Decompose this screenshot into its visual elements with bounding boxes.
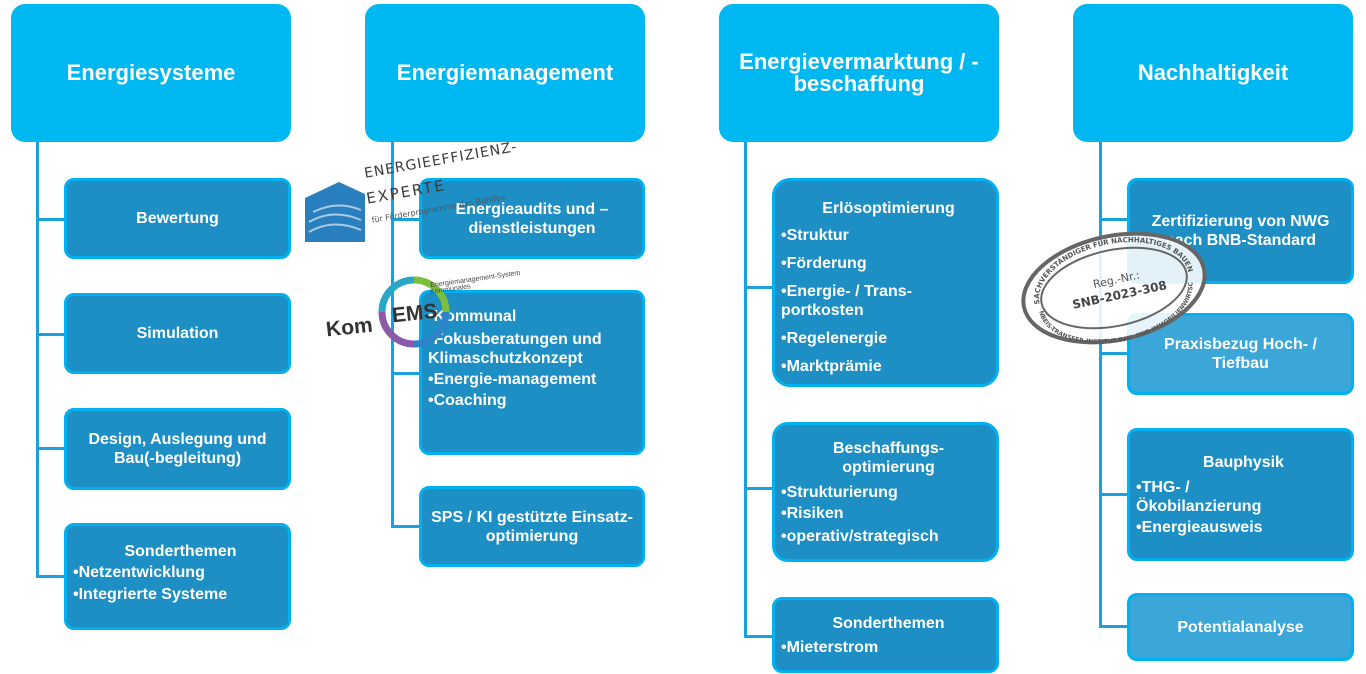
seal-icon: SACHVERSTÄNDIGER FÜR NACHHALTIGES BAUEN … — [1004, 206, 1207, 363]
bullet: •Energie-management — [428, 371, 597, 388]
connector-line — [1099, 625, 1129, 628]
column-heading-nachhaltigkeit: Nachhaltigkeit — [1073, 4, 1353, 142]
connector-line — [1099, 142, 1102, 627]
connector-line — [36, 575, 66, 578]
bullet: •THG- / Ökobilanzierung — [1136, 479, 1262, 515]
bullet: •Risiken — [781, 505, 844, 522]
item-sonderthemen-vermarktung: Sonderthemen •Mieterstrom — [772, 597, 999, 673]
column-heading-energiemanagement: Energiemanagement — [365, 4, 645, 142]
connector-line — [36, 333, 66, 336]
bullet: •Regelenergie — [781, 330, 888, 347]
connector-line — [391, 218, 421, 221]
bullet: •Struktur — [781, 227, 849, 244]
connector-line — [744, 487, 774, 490]
item-title: Beschaffungs-optimierung — [832, 440, 945, 476]
item-bauphysik: Bauphysik •THG- / Ökobilanzierung •Energ… — [1127, 428, 1354, 561]
komems-logo: Kom EMS Kommunales Energiemanagement-Sys… — [322, 270, 572, 352]
item-title: Simulation — [136, 325, 219, 342]
bullet: •Strukturierung — [781, 484, 898, 501]
item-design: Design, Auslegung und Bau(-begleitung) — [64, 408, 291, 490]
ring-icon — [378, 276, 450, 348]
item-simulation: Simulation — [64, 293, 291, 374]
snb-seal-stamp: SACHVERSTÄNDIGER FÜR NACHHALTIGES BAUEN … — [1004, 206, 1210, 363]
bullet: •operativ/strategisch — [781, 528, 939, 545]
bullet: •Förderung — [781, 255, 867, 272]
item-title: Sonderthemen — [124, 543, 237, 560]
connector-line — [36, 142, 39, 578]
bullet: •Integrierte Systeme — [73, 586, 228, 603]
connector-line — [36, 218, 66, 221]
item-potentialanalyse: Potentialanalyse — [1127, 593, 1354, 661]
logo-text: EMS — [390, 299, 439, 328]
item-title: SPS / KI gestützte Einsatz-optimierung — [431, 508, 633, 545]
bullet: •Energie- / Trans-portkosten — [781, 283, 912, 319]
column-heading-energiesysteme: Energiesysteme — [11, 4, 291, 142]
connector-line — [1099, 493, 1129, 496]
item-bewertung: Bewertung — [64, 178, 291, 259]
bullet: •Coaching — [428, 392, 507, 409]
item-title: Energieaudits und – dienstleistungen — [455, 200, 609, 237]
bullet: •Kommunal — [428, 308, 517, 325]
energieeffizienz-experte-logo: ENERGIEEFFIZIENZ- EXPERTE für Förderprog… — [303, 139, 523, 245]
bullet: •Fokusberatungen und Klimaschutzkonzept — [428, 331, 602, 367]
item-sps-ki: SPS / KI gestützte Einsatz-optimierung — [419, 486, 645, 567]
bullet: •Marktprämie — [781, 358, 882, 375]
item-erloesoptimierung: Erlösoptimierung •Struktur •Förderung •E… — [772, 178, 999, 387]
item-title: Bauphysik — [1203, 454, 1284, 471]
connector-line — [391, 372, 421, 375]
item-title: Zertifizierung von NWG nach BNB-Standard — [1151, 213, 1330, 249]
house-icon — [305, 182, 365, 242]
bullet: •Energieausweis — [1136, 519, 1263, 536]
item-title: Erlösoptimierung — [822, 200, 955, 217]
connector-line — [36, 447, 66, 450]
item-beschaffungsoptimierung: Beschaffungs-optimierung •Strukturierung… — [772, 422, 999, 562]
connector-line — [744, 142, 747, 638]
item-title: Praxisbezug Hoch- / Tiefbau — [1164, 336, 1317, 372]
connector-line — [744, 635, 774, 638]
connector-line — [391, 525, 421, 528]
column-heading-energievermarktung: Energievermarktung / -beschaffung — [719, 4, 999, 142]
bullet: •Netzentwicklung — [73, 564, 205, 581]
item-title: Design, Auslegung und Bau(-begleitung) — [88, 431, 267, 467]
item-title: Bewertung — [136, 210, 219, 227]
connector-line — [744, 286, 774, 289]
item-title: Sonderthemen — [832, 615, 945, 632]
item-energieaudits: Energieaudits und – dienstleistungen — [419, 178, 645, 259]
bullet: •Mieterstrom — [781, 639, 879, 656]
connector-line — [1099, 352, 1129, 355]
logo-text: Kom — [324, 313, 374, 342]
item-title: Potentialanalyse — [1177, 618, 1304, 636]
item-sonderthemen: Sonderthemen •Netzentwicklung •Integrier… — [64, 523, 291, 630]
connector-line — [1099, 218, 1129, 221]
item-kommunal: •Kommunal •Fokusberatungen und Klimaschu… — [419, 290, 645, 455]
